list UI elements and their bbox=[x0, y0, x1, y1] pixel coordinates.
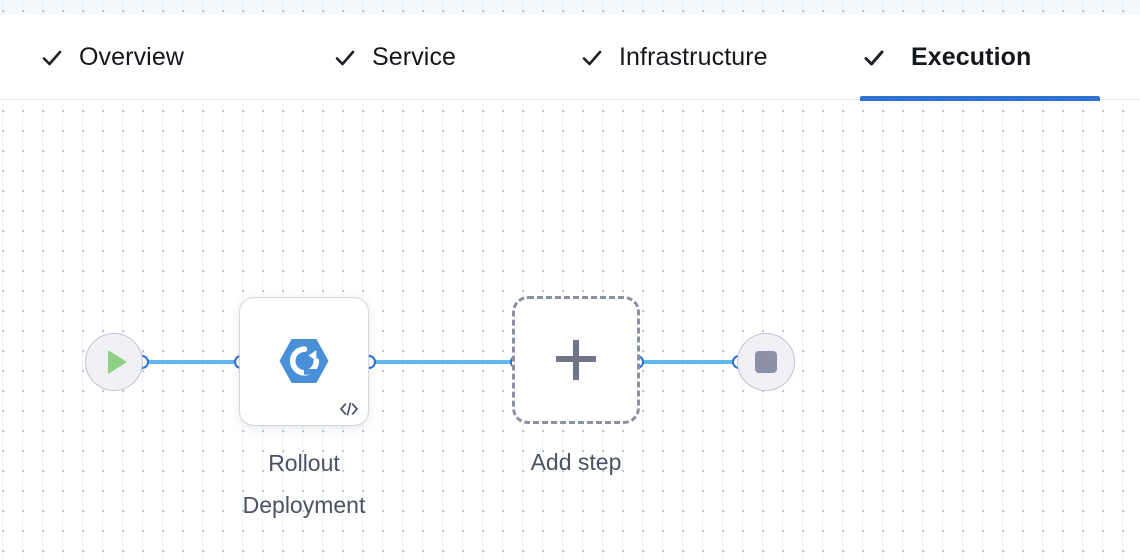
tab-infrastructure-label: Infrastructure bbox=[619, 43, 768, 71]
tab-infrastructure[interactable]: Infrastructure bbox=[578, 15, 770, 100]
check-icon bbox=[864, 50, 884, 65]
edge-start-to-rollout bbox=[140, 360, 244, 364]
edge-add-step-to-end bbox=[634, 360, 740, 364]
tab-execution[interactable]: Execution bbox=[860, 15, 1100, 101]
tab-execution-label: Execution bbox=[911, 43, 1032, 71]
pipeline-graph: Rollout Deployment Add step bbox=[0, 101, 1140, 560]
canvas-top-strip bbox=[0, 0, 1140, 15]
rollout-deployment-icon bbox=[279, 338, 329, 383]
step-node-rollout-deployment[interactable] bbox=[240, 298, 368, 425]
active-tab-underline bbox=[860, 96, 1100, 101]
play-icon bbox=[107, 350, 127, 374]
pipeline-stage-tabbar: Overview Service Infrastructure Executio… bbox=[0, 15, 1140, 101]
plus-icon bbox=[556, 340, 596, 380]
tab-service[interactable]: Service bbox=[331, 15, 458, 100]
stop-icon bbox=[755, 351, 777, 373]
check-icon bbox=[335, 50, 355, 65]
pipeline-canvas[interactable]: Rollout Deployment Add step bbox=[0, 101, 1140, 560]
dot-grid-background-top bbox=[0, 0, 1140, 15]
code-icon bbox=[340, 402, 358, 416]
step-node-rollout-deployment-label: Rollout Deployment bbox=[242, 450, 366, 518]
tab-service-label: Service bbox=[372, 43, 457, 71]
add-step-label: Add step bbox=[530, 449, 622, 475]
pipeline-end-node[interactable] bbox=[737, 333, 795, 391]
tab-overview[interactable]: Overview bbox=[38, 15, 186, 100]
edge-rollout-to-add-step bbox=[366, 360, 518, 364]
add-step-button[interactable] bbox=[512, 296, 640, 424]
check-icon bbox=[42, 50, 62, 65]
tab-overview-label: Overview bbox=[79, 43, 184, 71]
pipeline-start-node[interactable] bbox=[85, 333, 143, 391]
check-icon bbox=[582, 50, 602, 65]
